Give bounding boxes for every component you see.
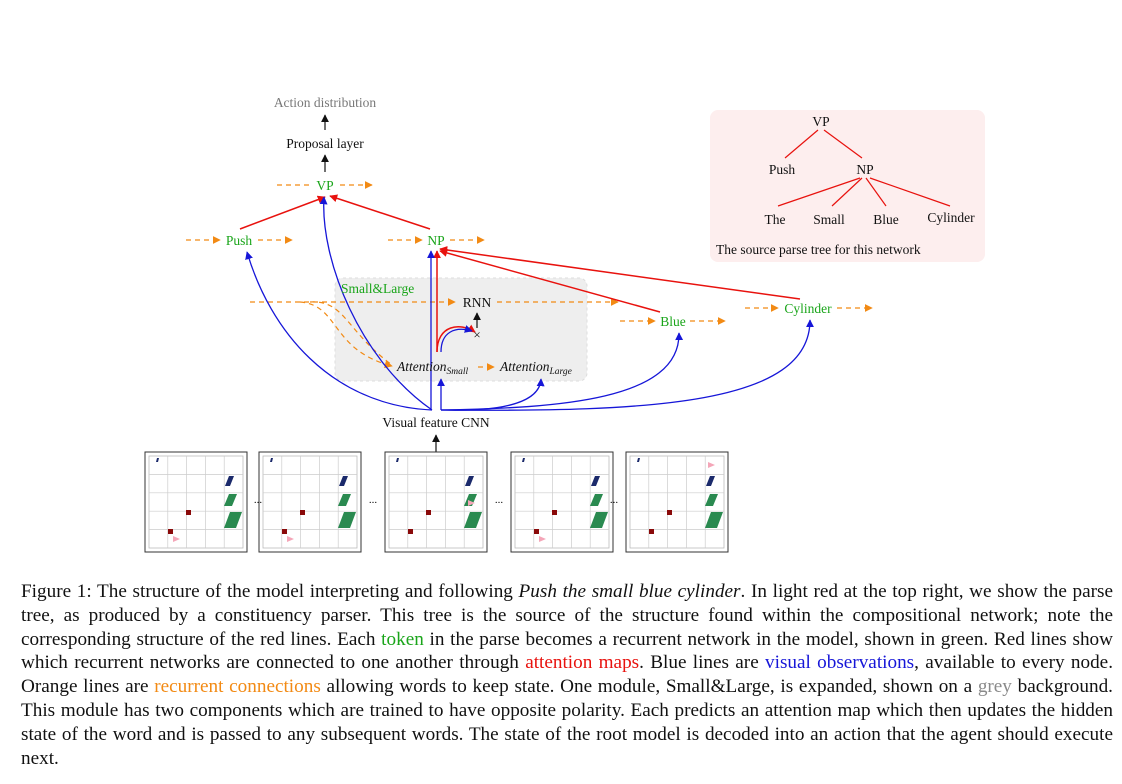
caption-label: Figure 1: (21, 581, 92, 602)
visual-cnn-label: Visual feature CNN (382, 415, 489, 430)
figure-caption: Figure 1: The structure of the model int… (21, 580, 1113, 770)
frame-ellipsis: ... (254, 494, 263, 506)
observation-frame (625, 451, 729, 553)
caption-instruction: Push the small blue cylinder (518, 581, 741, 602)
vp-node: VP (316, 178, 333, 193)
rnn-label: RNN (463, 295, 492, 310)
caption-text: . In light red at the top right, we show… (21, 581, 1113, 650)
small-large-module-label: Small&Large (341, 281, 414, 296)
caption-grey-word: grey (977, 676, 1012, 698)
tree-caption: The source parse tree for this network (716, 242, 921, 257)
np-node: NP (427, 233, 444, 248)
cylinder-node: Cylinder (784, 301, 832, 316)
action-distribution-label: Action distribution (274, 95, 377, 110)
tree-cylinder: Cylinder (927, 210, 975, 225)
model-structure-figure: Action distribution Proposal layer VP Pu… (144, 95, 985, 553)
caption-text: . Blue lines are (639, 652, 766, 674)
caption-recurrent-connections-word: recurrent connections (154, 676, 321, 698)
tree-small: Small (813, 212, 845, 227)
proposal-layer-label: Proposal layer (286, 136, 364, 151)
observation-frame (510, 451, 614, 553)
caption-text: , available to every node. Orange lines … (21, 652, 1113, 698)
multiply-symbol: × (473, 327, 480, 342)
frame-ellipsis: ... (369, 494, 378, 506)
caption-text: background. This module has two componen… (21, 676, 1113, 769)
recurrent-connections (186, 181, 873, 371)
tree-push: Push (769, 162, 796, 177)
caption-text: The structure of the model interpreting … (91, 581, 519, 602)
caption-visual-observations-word: visual observations (765, 652, 915, 674)
attention-small-label: AttentionSmall (396, 359, 469, 377)
observation-frame (384, 451, 488, 553)
observation-frame (258, 451, 362, 553)
blue-node: Blue (660, 314, 686, 329)
observation-frame (144, 451, 248, 553)
tree-np: NP (856, 162, 873, 177)
caption-text: in the parse becomes a recurrent network… (21, 628, 1113, 674)
tree-blue: Blue (873, 212, 899, 227)
parse-tree-edges (777, 129, 951, 207)
caption-token-word: token (381, 628, 424, 650)
tree-the: The (765, 212, 786, 227)
frame-ellipsis: ... (495, 494, 504, 506)
push-node: Push (226, 233, 253, 248)
observation-frames (144, 451, 729, 553)
parse-tree-background (710, 110, 985, 262)
attention-large-label: AttentionLarge (499, 359, 572, 377)
visual-observation-edges (245, 196, 814, 411)
tree-vp: VP (812, 114, 829, 129)
caption-attention-maps-word: attention maps (525, 652, 640, 674)
caption-text: allowing words to keep state. One module… (320, 676, 978, 698)
frame-ellipsis: ... (610, 494, 619, 506)
